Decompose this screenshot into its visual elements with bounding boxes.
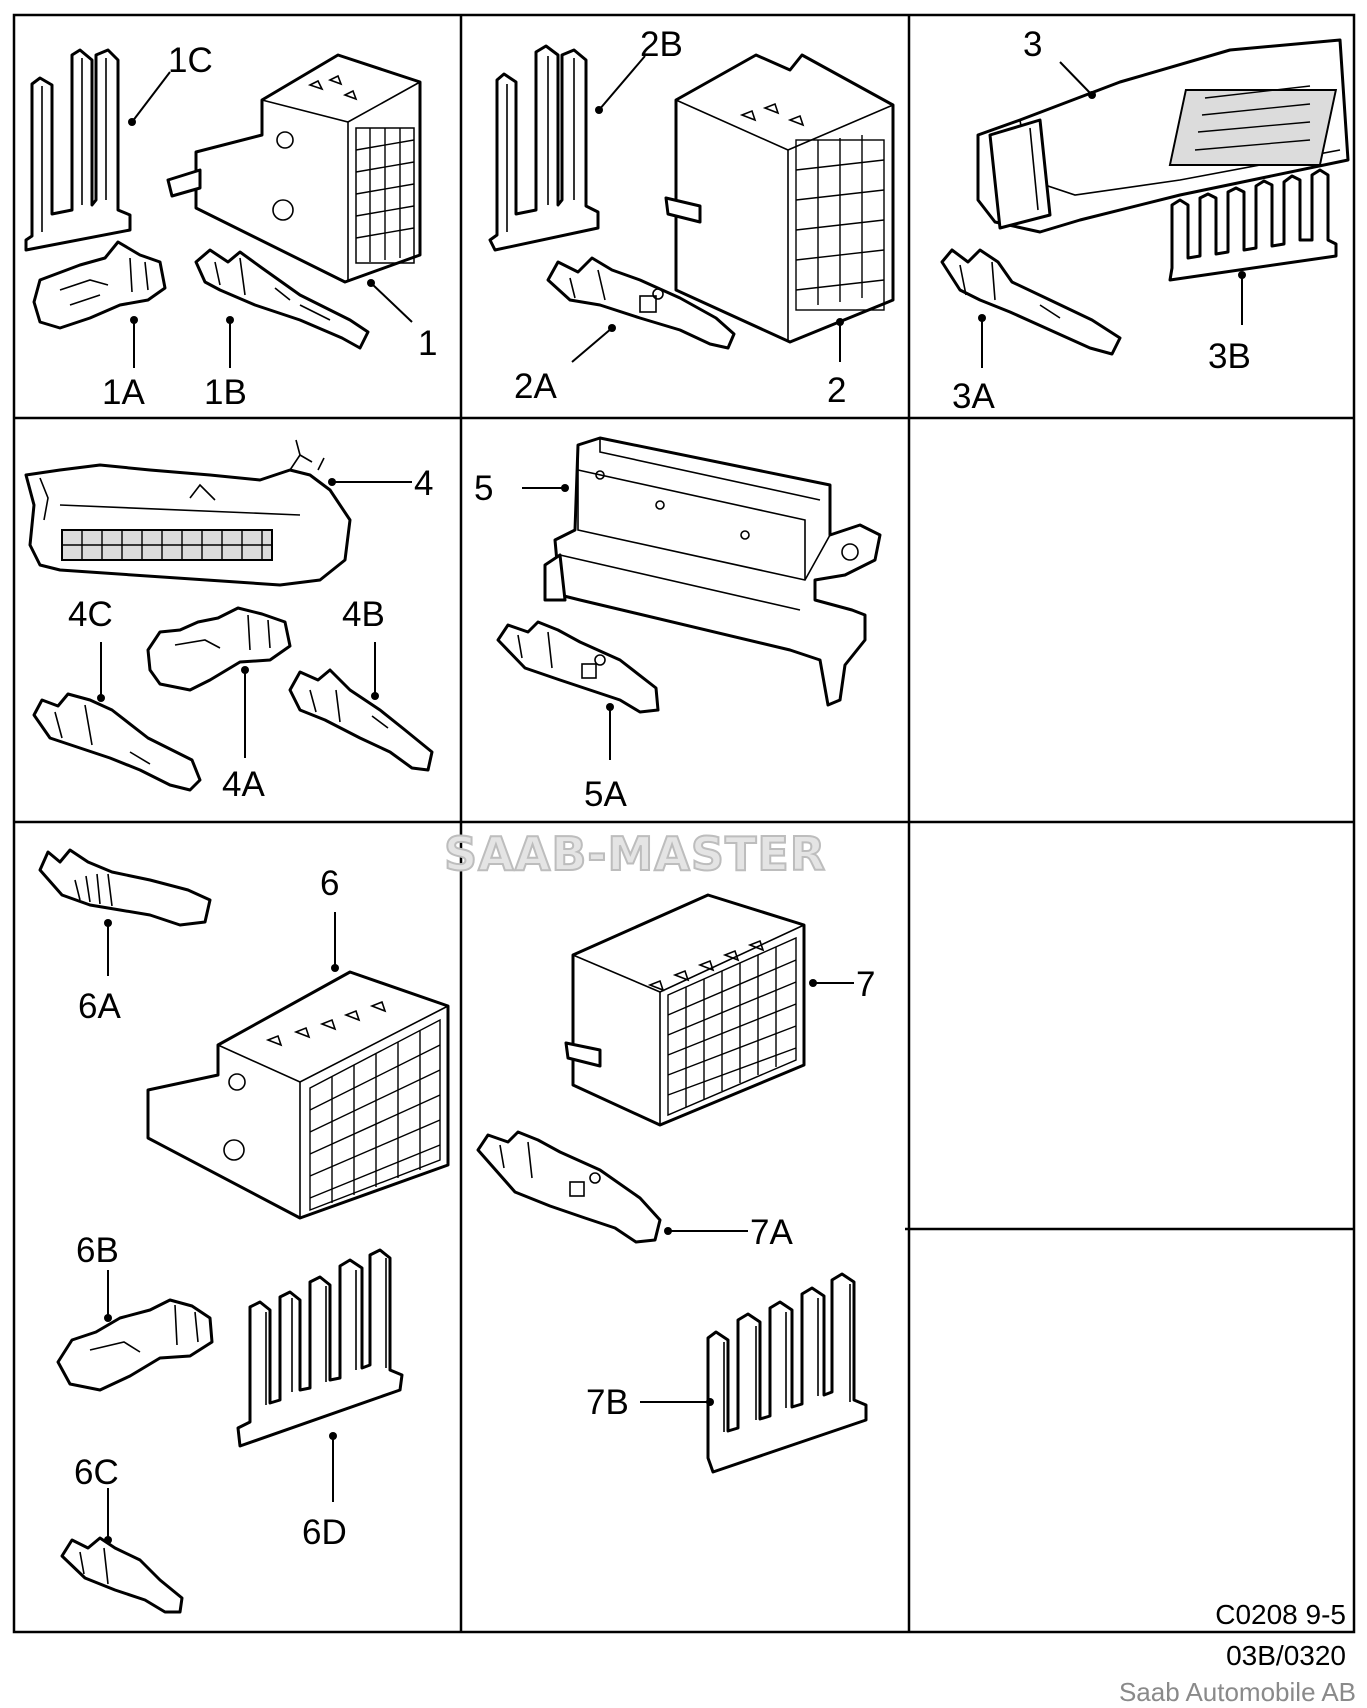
panel-4: 4 4C 4B 4A bbox=[24, 439, 434, 804]
panel-grid bbox=[12, 13, 1356, 1634]
part-2b-retainer bbox=[488, 44, 600, 252]
panel-7: 7 7A 7B bbox=[476, 893, 875, 1474]
label-2: 2 bbox=[827, 371, 846, 410]
part-1-housing bbox=[166, 53, 422, 284]
part-7-housing bbox=[564, 893, 806, 1127]
part-7b-retainer bbox=[706, 1272, 868, 1474]
part-1b-terminal bbox=[194, 248, 370, 350]
part-4-connector bbox=[24, 439, 352, 587]
label-1b: 1B bbox=[204, 373, 247, 412]
part-3a-terminal bbox=[940, 248, 1122, 356]
label-4c: 4C bbox=[68, 595, 113, 634]
label-4b: 4B bbox=[342, 595, 385, 634]
part-1a-terminal bbox=[32, 240, 167, 330]
watermark: SAAB-MASTER bbox=[444, 827, 826, 881]
label-4: 4 bbox=[414, 464, 433, 503]
label-6c: 6C bbox=[74, 1453, 119, 1492]
part-7a-terminal bbox=[476, 1130, 662, 1244]
part-6a-terminal bbox=[38, 848, 212, 927]
panel-1: 1C 1 1A 1B bbox=[24, 41, 437, 412]
part-6b-terminal bbox=[56, 1298, 214, 1392]
part-2-housing bbox=[664, 53, 895, 344]
label-6a: 6A bbox=[78, 987, 121, 1026]
leaders-panel-2 bbox=[571, 55, 844, 363]
label-1a: 1A bbox=[102, 373, 145, 412]
label-7: 7 bbox=[856, 965, 875, 1004]
leaders-panel-1 bbox=[128, 71, 413, 368]
leaders-panel-7 bbox=[640, 979, 854, 1406]
panel-5: 5 5A bbox=[474, 436, 882, 814]
part-6d-retainer bbox=[236, 1248, 404, 1448]
label-5: 5 bbox=[474, 469, 493, 508]
label-3: 3 bbox=[1023, 25, 1042, 64]
part-4c-terminal bbox=[32, 692, 202, 792]
label-7b: 7B bbox=[586, 1383, 629, 1422]
label-6: 6 bbox=[320, 864, 339, 903]
diagram-ref: 03B/0320 bbox=[1226, 1640, 1346, 1671]
label-7a: 7A bbox=[750, 1213, 793, 1252]
label-3a: 3A bbox=[952, 377, 995, 416]
diagram-code: C0208 9-5 bbox=[1215, 1599, 1346, 1630]
part-1c-retainer bbox=[24, 48, 132, 252]
part-2a-terminal bbox=[546, 256, 736, 350]
part-3b-retainer bbox=[1168, 168, 1338, 282]
label-4a: 4A bbox=[222, 765, 265, 804]
label-6b: 6B bbox=[76, 1231, 119, 1270]
label-2b: 2B bbox=[640, 25, 683, 64]
panel-2: 2B 2 2A bbox=[488, 25, 895, 410]
label-3b: 3B bbox=[1208, 337, 1251, 376]
part-4a-terminal bbox=[146, 606, 292, 692]
label-6d: 6D bbox=[302, 1513, 347, 1552]
part-6c-terminal bbox=[60, 1536, 184, 1614]
part-3-connector bbox=[976, 38, 1350, 234]
label-1c: 1C bbox=[168, 41, 213, 80]
part-5-housing bbox=[543, 436, 882, 707]
part-4b-terminal bbox=[288, 668, 434, 772]
label-2a: 2A bbox=[514, 367, 557, 406]
part-6-housing bbox=[146, 970, 450, 1220]
leaders-panel-5 bbox=[522, 484, 614, 760]
panel-6: 6 6A 6B 6C 6D bbox=[38, 848, 450, 1614]
leaders-panel-6 bbox=[104, 912, 339, 1544]
leaders-panel-3 bbox=[978, 61, 1246, 368]
label-1: 1 bbox=[418, 324, 437, 363]
leaders-panel-4 bbox=[97, 478, 412, 758]
label-5a: 5A bbox=[584, 775, 627, 814]
part-5a-terminal bbox=[496, 620, 660, 714]
copyright: Saab Automobile AB bbox=[1119, 1677, 1356, 1707]
panel-3: 3 3B 3A bbox=[940, 25, 1350, 416]
